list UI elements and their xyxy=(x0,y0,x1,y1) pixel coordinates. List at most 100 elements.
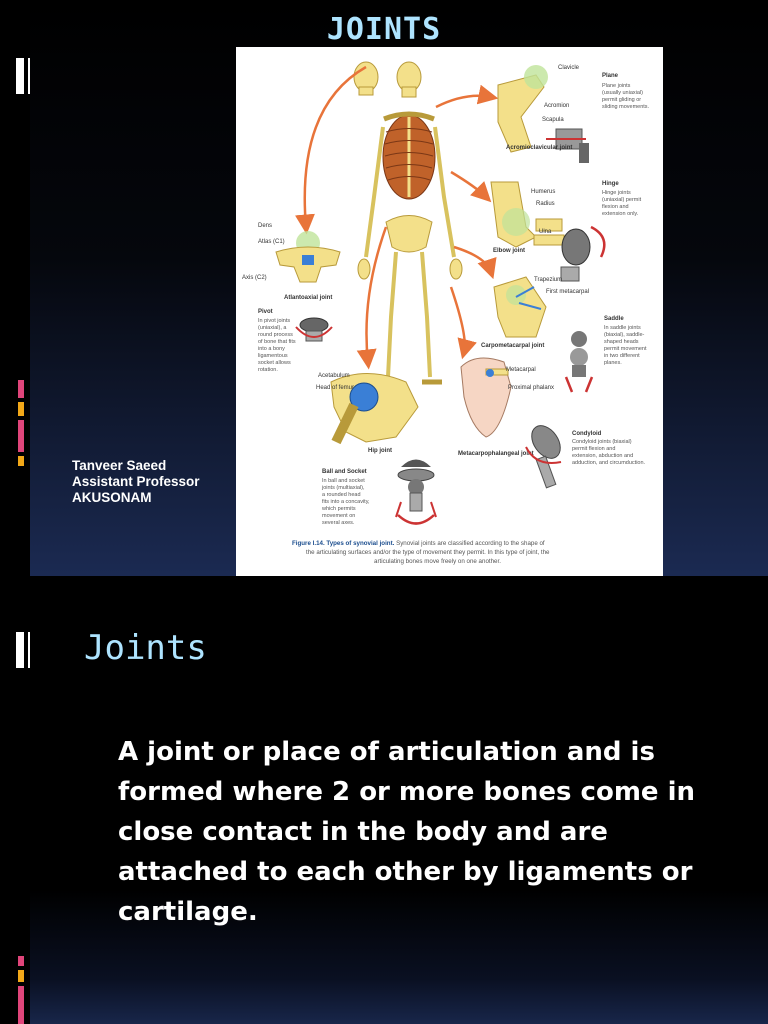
label-humerus: Humerus xyxy=(531,189,555,195)
condyloid-title: Condyloid xyxy=(572,431,602,437)
pointer-arrows xyxy=(295,65,499,370)
label-carpometacarpal-joint: Carpometacarpal joint xyxy=(481,343,544,349)
metacarpophalangeal-joint-illustration xyxy=(460,357,512,438)
ball-socket-desc: movement on xyxy=(322,513,355,519)
ball-socket-desc: a rounded head xyxy=(322,492,361,498)
condyloid-desc: extension, abduction and xyxy=(572,453,633,459)
label-proximal-phalanx: Proximal phalanx xyxy=(508,385,554,391)
label-acromioclavicular-joint: Acromioclavicular joint xyxy=(506,145,572,151)
author-institution: AKUSONAM xyxy=(72,490,152,505)
ribcage-icon xyxy=(382,114,436,200)
condyloid-desc: permit flexion and xyxy=(572,446,615,452)
saddle-joint-text: Saddle In saddle joints (biaxial), saddl… xyxy=(604,316,647,366)
saddle-desc: shaped heads xyxy=(604,339,639,345)
hinge-desc: Hinge joints xyxy=(602,190,631,196)
saddle-desc: In saddle joints xyxy=(604,325,641,331)
label-axis: Axis (C2) xyxy=(242,275,267,281)
label-atlas: Atlas (C1) xyxy=(258,239,285,245)
condyloid-joint-illustration xyxy=(525,425,562,489)
slide-2: Joints A joint or place of articulation … xyxy=(0,576,768,1024)
label-trapezium: Trapezium xyxy=(534,277,562,283)
body-line: A joint or place of articulation and is xyxy=(118,737,655,767)
plane-title: Plane xyxy=(602,73,619,79)
decorative-line xyxy=(28,58,30,94)
caption-label: Figure I.14. Types of synovial joint. xyxy=(292,540,395,547)
decorative-bar xyxy=(16,58,24,94)
plane-desc: sliding movements. xyxy=(602,104,650,110)
condyloid-joint-text: Condyloid Condyloid joints (biaxial) per… xyxy=(572,431,646,466)
body-line: cartilage. xyxy=(118,897,258,927)
slide-title: JOINTS xyxy=(326,12,442,47)
slide-body-text: A joint or place of articulation and is … xyxy=(118,732,718,932)
author-block: Tanveer Saeed Assistant Professor AKUSON… xyxy=(72,458,200,506)
label-atlantoaxial-joint: Atlantoaxial joint xyxy=(284,295,332,301)
slide-1: JOINTS Tanveer Saeed Assistant Professor… xyxy=(0,0,768,576)
plane-desc: permit gliding or xyxy=(602,97,641,103)
ball-socket-desc: which permits xyxy=(321,506,356,512)
saddle-desc: in two different xyxy=(604,353,640,359)
plane-desc: Plane joints xyxy=(602,83,631,89)
saddle-desc: planes. xyxy=(604,360,622,366)
side-accent-bars xyxy=(18,380,24,470)
label-clavicle: Clavicle xyxy=(558,65,580,71)
saddle-desc: (biaxial), saddle- xyxy=(604,332,645,338)
hinge-desc: (uniaxial) permit xyxy=(602,197,642,203)
label-elbow-joint: Elbow joint xyxy=(493,248,525,254)
slide-left-edge xyxy=(0,576,30,1024)
author-name: Tanveer Saeed xyxy=(72,458,167,473)
pivot-desc: of bone that fits xyxy=(258,339,296,345)
condyloid-desc: adduction, and circumduction. xyxy=(572,460,646,466)
elbow-joint-illustration xyxy=(490,181,606,282)
ball-socket-desc: fits into a concavity, xyxy=(322,499,370,505)
label-acromion: Acromion xyxy=(544,103,569,109)
saddle-desc: permit movement xyxy=(604,346,647,352)
limb-bones xyxy=(364,126,456,378)
ball-socket-joint-text: Ball and Socket In ball and socket joint… xyxy=(321,469,370,526)
pivot-title: Pivot xyxy=(258,309,273,315)
body-line: close contact in the body and are xyxy=(118,817,608,847)
caption-text: the articulating surfaces and/or the typ… xyxy=(306,549,550,556)
body-line: attached to each other by ligaments or xyxy=(118,857,693,887)
label-ulna: Ulna xyxy=(539,229,552,235)
pivot-desc: In pivot joints xyxy=(258,318,290,324)
body-line: formed where 2 or more bones come in xyxy=(118,777,696,807)
hinge-title: Hinge xyxy=(602,181,619,187)
svg-text:Figure I.14. Types of synovial: Figure I.14. Types of synovial joint. Sy… xyxy=(292,540,545,547)
label-dens: Dens xyxy=(258,223,272,229)
author-position: Assistant Professor xyxy=(72,474,200,489)
label-head-of-femur: Head of femur xyxy=(316,385,354,391)
ball-socket-title: Ball and Socket xyxy=(322,469,367,475)
decorative-line xyxy=(28,632,30,668)
caption-text: articulating bones move freely on one an… xyxy=(374,558,501,565)
skeleton-illustration xyxy=(353,61,463,385)
ball-socket-desc: In ball and socket xyxy=(322,478,365,484)
pivot-desc: (uniaxial), a xyxy=(258,325,287,331)
pivot-desc: round process xyxy=(258,332,293,338)
plane-desc: (usually uniaxial) xyxy=(602,90,643,96)
slide-title: Joints xyxy=(84,628,207,668)
label-metacarpal: Metacarpal xyxy=(506,367,536,373)
plane-joint-text: Plane Plane joints (usually uniaxial) pe… xyxy=(602,73,650,110)
pivot-desc: socket allows xyxy=(258,360,291,366)
saddle-title: Saddle xyxy=(604,316,624,322)
hinge-joint-text: Hinge Hinge joints (uniaxial) permit fle… xyxy=(602,181,642,217)
carpometacarpal-joint-illustration xyxy=(493,276,594,393)
acromioclavicular-joint-illustration xyxy=(497,65,589,163)
decorative-bar xyxy=(16,632,24,668)
figure-caption: Figure I.14. Types of synovial joint. Sy… xyxy=(292,540,550,565)
label-radius: Radius xyxy=(536,201,555,207)
label-first-metacarpal: First metacarpal xyxy=(546,289,589,295)
atlantoaxial-joint-illustration xyxy=(275,231,341,342)
slide-left-edge xyxy=(0,0,30,576)
pelvis-icon xyxy=(385,215,433,253)
side-accent-bars xyxy=(18,956,24,1024)
hinge-desc: flexion and xyxy=(602,204,629,210)
label-metacarpophalangeal-joint: Metacarpophalangeal joint xyxy=(458,451,534,457)
pivot-desc: into a bony xyxy=(258,346,285,352)
pivot-joint-text: Pivot In pivot joints (uniaxial), a roun… xyxy=(258,309,296,373)
condyloid-desc: Condyloid joints (biaxial) xyxy=(572,439,632,445)
ball-socket-desc: several axes. xyxy=(322,520,355,526)
label-hip-joint: Hip joint xyxy=(368,448,392,454)
hinge-desc: extension only. xyxy=(602,211,639,217)
pivot-desc: ligamentous xyxy=(258,353,288,359)
